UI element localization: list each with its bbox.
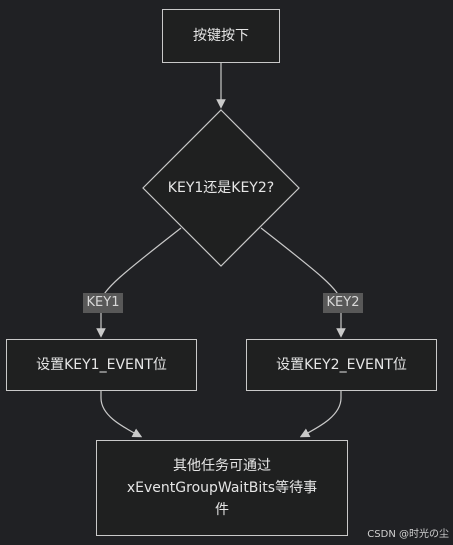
edge-label-key2: KEY2 — [323, 293, 363, 313]
watermark: CSDN @时光の尘 — [367, 529, 449, 540]
edge-decision-to-key1 — [96, 227, 182, 338]
start-node-label: 按键按下 — [193, 28, 249, 44]
wait-node: 其他任务可通过 xEventGroupWaitBits等待事 件 — [96, 440, 348, 536]
edge-key1-to-wait — [100, 391, 143, 438]
key1-action-node: 设置KEY1_EVENT位 — [6, 339, 197, 391]
wait-node-line-3: 件 — [215, 502, 229, 518]
wait-node-line-2: xEventGroupWaitBits等待事 — [126, 480, 318, 496]
key1-action-label: 设置KEY1_EVENT位 — [36, 357, 167, 373]
start-node: 按键按下 — [162, 9, 280, 63]
decision-diamond — [142, 109, 300, 267]
edge-key2-to-wait — [299, 391, 342, 438]
decision-node-label: KEY1还是KEY2? — [167, 180, 275, 196]
edge-label-key1: KEY1 — [83, 293, 123, 313]
key2-action-label: 设置KEY2_EVENT位 — [276, 357, 407, 373]
wait-node-line-1: 其他任务可通过 — [173, 458, 271, 474]
key2-action-node: 设置KEY2_EVENT位 — [246, 339, 437, 391]
edge-decision-to-key2 — [260, 227, 346, 338]
